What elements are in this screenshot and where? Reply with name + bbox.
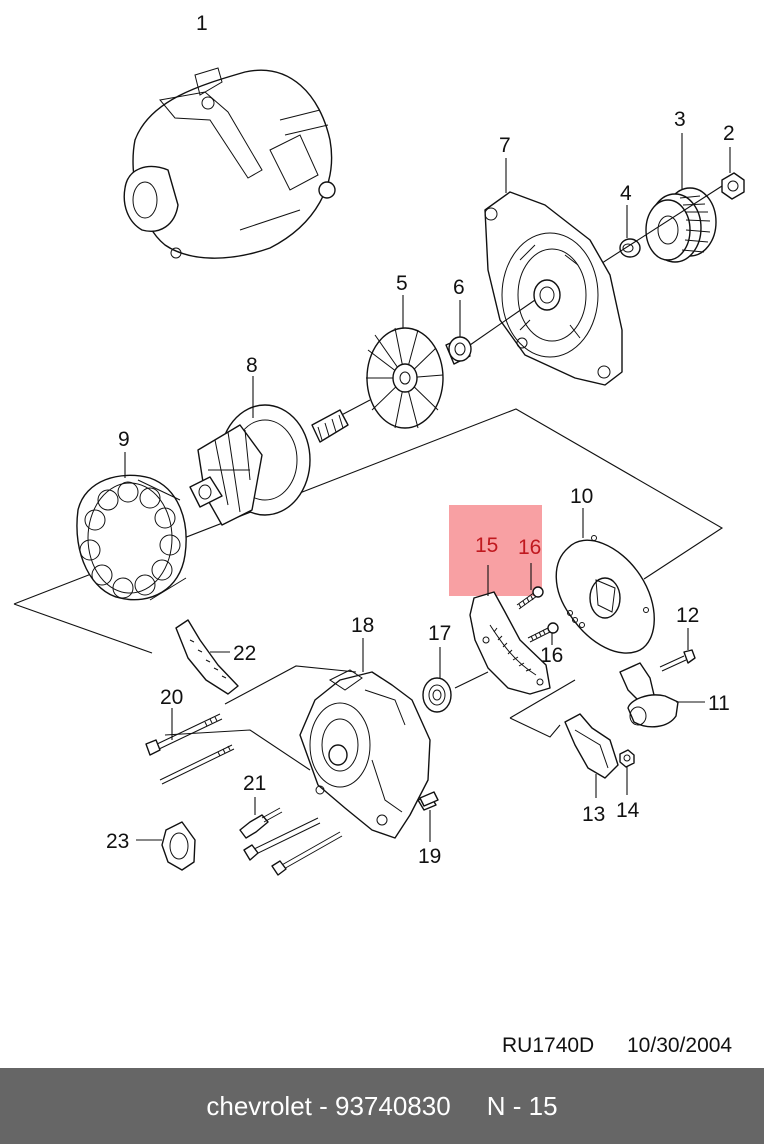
bearing-spacer (445, 336, 472, 365)
assembly-frame-lower (509, 717, 561, 738)
callout-10: 10 (570, 485, 593, 508)
callout-20: 20 (160, 686, 183, 709)
terminal-stud (239, 807, 283, 839)
bolt (659, 649, 696, 672)
nut (721, 172, 745, 200)
rotor (189, 404, 349, 526)
callout-12: 12 (676, 604, 699, 627)
caption-bar: chevrolet - 93740830 N - 15 (0, 1068, 764, 1144)
rear-cover-plate (555, 535, 655, 654)
screw-lower (527, 622, 559, 643)
callout-3: 3 (674, 108, 686, 131)
exploded-parts-diagram: 1 2 3 4 5 6 7 8 9 10 11 12 13 14 15 16 1… (13, 12, 745, 1057)
housing-bolt-a (243, 817, 321, 861)
callout-22: 22 (233, 642, 256, 665)
voltage-regulator (619, 662, 679, 728)
diagram-reference: RU1740D (502, 1034, 594, 1057)
callout-17: 17 (428, 622, 451, 645)
rear-bearing (422, 677, 452, 713)
terminal-cover (161, 821, 196, 871)
highlight-box (449, 505, 542, 596)
callout-15: 15 (475, 534, 498, 557)
through-bolt-upper (145, 713, 223, 756)
callout-7: 7 (499, 134, 511, 157)
front-housing (484, 191, 623, 386)
callout-1: 1 (196, 12, 208, 35)
rectifier (469, 591, 551, 695)
shaft-axis-mid (469, 299, 536, 346)
nut-small (619, 749, 635, 768)
callout-16-lower: 16 (540, 644, 563, 667)
screw-upper (516, 586, 544, 610)
spacer (619, 238, 641, 258)
pulley (645, 187, 717, 263)
bracket (564, 713, 619, 779)
callout-23: 23 (106, 830, 129, 853)
callout-16-upper: 16 (518, 536, 541, 559)
callout-13: 13 (582, 803, 605, 826)
callout-8: 8 (246, 354, 258, 377)
insulator-strip (175, 619, 239, 695)
callout-5: 5 (396, 272, 408, 295)
assembly-frame-right (509, 679, 576, 719)
shaft-axis-lower (454, 671, 489, 689)
stator (76, 474, 187, 601)
callout-14: 14 (616, 799, 640, 822)
sleeve (417, 791, 439, 811)
callout-18: 18 (351, 614, 374, 637)
callout-9: 9 (118, 428, 130, 451)
callout-6: 6 (453, 276, 465, 299)
callout-19: 19 (418, 845, 441, 868)
callout-2: 2 (723, 122, 735, 145)
callout-11: 11 (708, 692, 730, 715)
alternator-assembly (123, 67, 336, 259)
cooling-fan (366, 327, 444, 429)
housing-bolt-b (271, 831, 343, 876)
assembly-frame-left (13, 603, 153, 654)
through-bolt-lower (159, 744, 235, 785)
rear-housing (299, 669, 431, 839)
callout-4: 4 (620, 182, 632, 205)
assembly-frame-mid2 (164, 729, 311, 771)
callout-21: 21 (243, 772, 266, 795)
diagram-date: 10/30/2004 (627, 1034, 732, 1057)
caption-text: chevrolet - 93740830 N - 15 (206, 1090, 558, 1121)
assembly-frame-mid (224, 665, 357, 705)
